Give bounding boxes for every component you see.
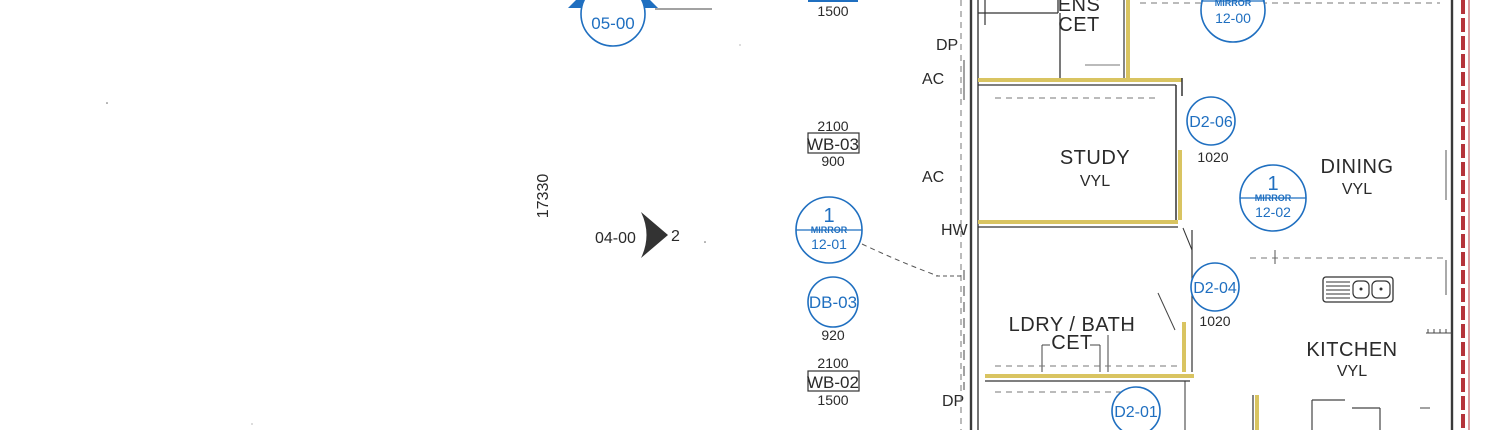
svg-text:MIRROR: MIRROR	[811, 225, 848, 235]
svg-text:1500: 1500	[817, 392, 848, 408]
scan-speck	[106, 102, 108, 104]
room-study: STUDY VYL	[1060, 85, 1182, 220]
section-marker-top: 05-00	[568, 0, 712, 47]
svg-text:STUDY: STUDY	[1060, 147, 1130, 169]
elevation-marker: 04-00 2	[595, 212, 680, 258]
svg-text:1: 1	[823, 205, 834, 227]
svg-text:12-02: 12-02	[1255, 204, 1291, 220]
scan-speck	[251, 423, 253, 425]
window-tag-wb03: 2100 WB-03 900	[807, 118, 860, 169]
room-dining-label: DINING	[1321, 156, 1394, 178]
service-hw: HW	[941, 222, 969, 239]
svg-text:12-01: 12-01	[811, 236, 847, 252]
svg-text:D2-06: D2-06	[1189, 114, 1233, 131]
elevation-sheet-label: 04-00	[595, 230, 636, 247]
elevation-tag-12-02: 1 MIRROR 12-02	[1239, 164, 1307, 232]
svg-text:MIRROR: MIRROR	[1215, 0, 1252, 8]
service-ac-mid: AC	[922, 169, 944, 186]
svg-text:ENS: ENS	[1058, 0, 1101, 16]
door-tag-db03: DB-03 920	[807, 276, 859, 343]
scan-speck	[704, 241, 706, 243]
svg-text:WB-02: WB-02	[807, 373, 859, 392]
service-dp-bottom: DP	[942, 393, 964, 410]
svg-text:LDRY / BATH: LDRY / BATH	[1009, 314, 1136, 336]
svg-text:DB-03: DB-03	[809, 293, 857, 312]
service-dp-top: DP	[936, 37, 958, 54]
overall-dimension: 17330	[535, 174, 552, 219]
svg-text:1020: 1020	[1199, 313, 1230, 329]
door-tag-d2-04: D2-04 1020	[1190, 262, 1240, 329]
room-ens: ENS CET	[978, 0, 1130, 78]
svg-text:D2-01: D2-01	[1114, 404, 1158, 421]
svg-text:920: 920	[821, 327, 845, 343]
svg-text:CET: CET	[1058, 14, 1100, 36]
door-tag-d2-01: D2-01	[1111, 386, 1161, 430]
sink-icon	[1322, 276, 1394, 303]
section-ref-label: 05-00	[591, 14, 634, 33]
room-kitchen-label: KITCHEN	[1306, 339, 1397, 361]
svg-text:WB-03: WB-03	[807, 135, 859, 154]
elevation-number: 2	[671, 228, 680, 245]
scan-speck	[739, 44, 741, 46]
service-ac-top: AC	[922, 71, 944, 88]
svg-text:2100: 2100	[817, 355, 848, 371]
door-tag-d2-06: D2-06 1020	[1186, 96, 1236, 165]
svg-text:CET: CET	[1051, 332, 1093, 354]
svg-text:1020: 1020	[1197, 149, 1228, 165]
elevation-arrow-icon	[641, 212, 668, 258]
svg-text:D2-04: D2-04	[1193, 280, 1237, 297]
room-kitchen-finish: VYL	[1337, 363, 1367, 380]
svg-text:VYL: VYL	[1080, 173, 1110, 190]
svg-text:MIRROR: MIRROR	[1255, 193, 1292, 203]
svg-text:12-00: 12-00	[1215, 10, 1251, 26]
svg-text:1: 1	[1267, 173, 1278, 195]
cooktop-icon	[1426, 329, 1452, 334]
window-tag-wb02: 2100 WB-02 1500	[807, 355, 860, 408]
svg-text:2100: 2100	[817, 118, 848, 134]
elevation-tag-12-00: MIRROR 12-00	[1200, 0, 1266, 43]
room-laundry-bath: LDRY / BATH CET	[995, 292, 1186, 372]
window-top-width: 1500	[817, 3, 848, 19]
room-dining-finish: VYL	[1342, 181, 1372, 198]
elevation-tag-12-01: 1 MIRROR 12-01	[795, 196, 939, 277]
svg-text:900: 900	[821, 153, 845, 169]
